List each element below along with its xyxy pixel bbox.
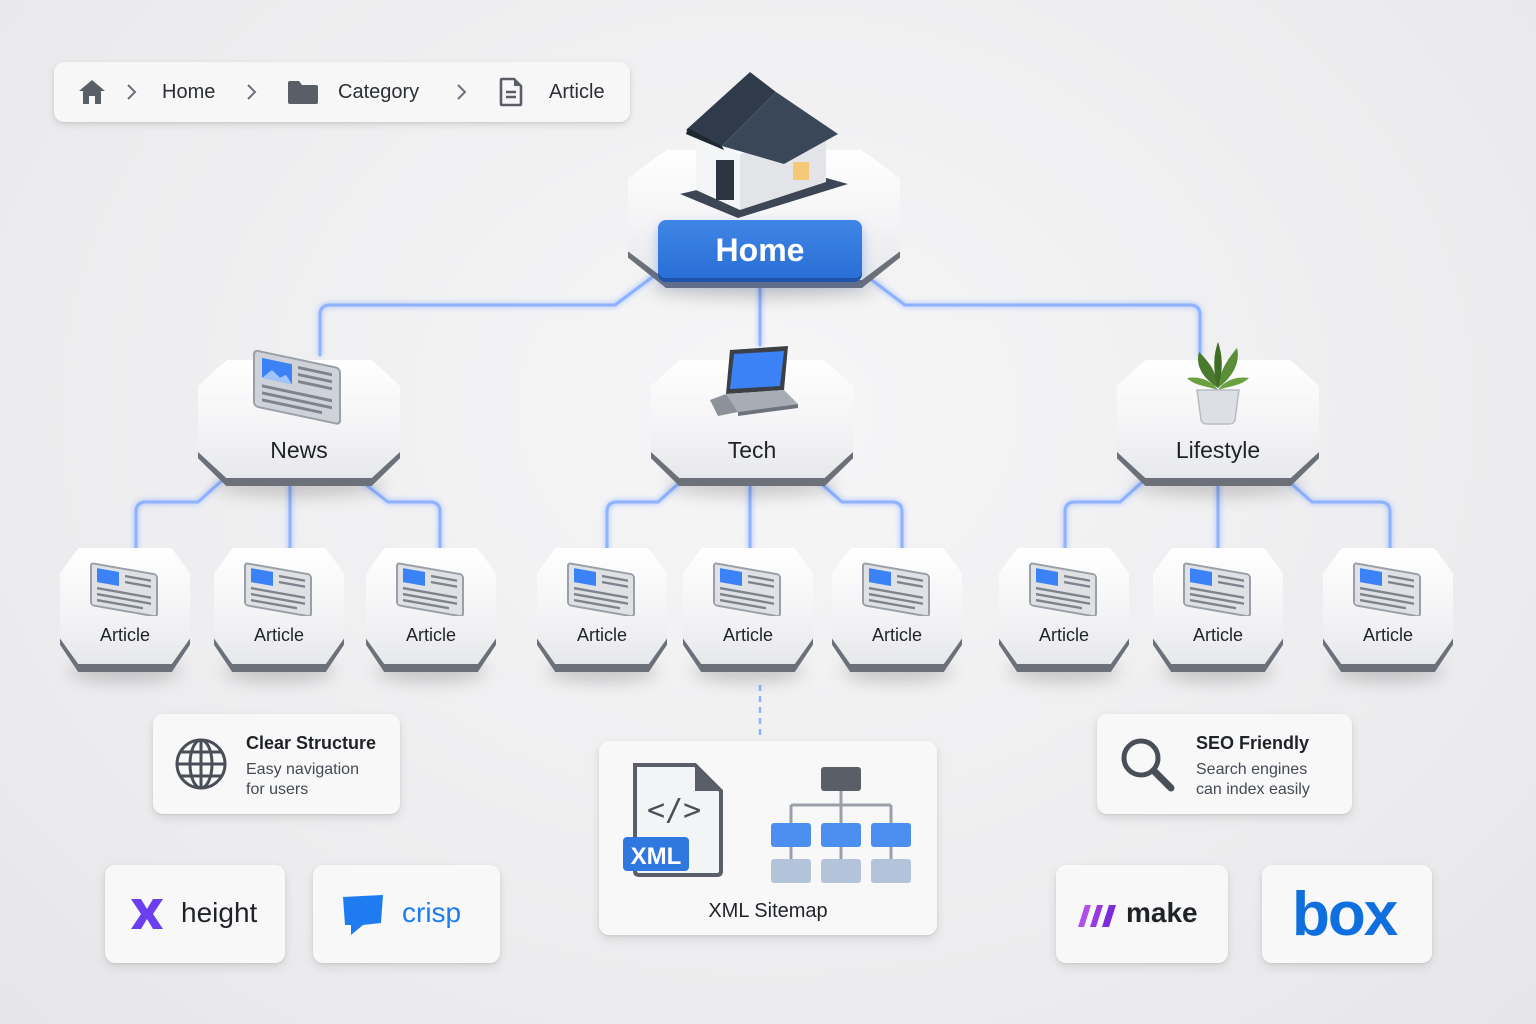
home-node-label[interactable]: Home [658,220,862,278]
article-node[interactable]: Article [1323,548,1453,682]
connector-news-article-3 [358,478,442,554]
house-icon [680,72,848,218]
box-logo-text: box [1292,880,1398,949]
xml-sitemap-label: XML Sitemap [708,900,828,922]
xml-sitemap-card: </> XML XML Sitemap [599,741,937,935]
article-node[interactable]: Article [999,548,1129,682]
globe-icon [175,738,227,790]
category-label-lifestyle: Lifestyle [1175,437,1261,463]
article-label: Article [1038,625,1089,645]
make-logo-mark [1078,905,1116,927]
folder-icon [286,62,320,122]
seo-friendly-title: SEO Friendly [1196,733,1310,753]
article-label: Article [405,625,456,645]
crisp-logo-text: crisp [402,897,462,928]
chevron-right-icon [244,62,258,122]
connector-tech-article-3 [813,476,904,554]
article-node[interactable]: Article [214,548,344,682]
connector-news-article-1 [134,473,230,554]
sitemap-icon [771,767,911,883]
laptop-icon [710,346,798,416]
clear-structure-desc-line2: for users [246,781,309,798]
article-label: Article [1362,625,1413,645]
category-node-news[interactable]: News [198,349,400,496]
document-icon [498,62,524,122]
breadcrumb-home-icon-wrap[interactable] [76,62,108,122]
home-icon [79,80,105,104]
connector-lifestyle-article-1 [1063,473,1152,554]
breadcrumb-item-category[interactable]: Category [338,80,420,103]
category-node-tech[interactable]: Tech [651,346,853,496]
clear-structure-desc-line1: Easy navigation [246,761,359,778]
article-node[interactable]: Article [832,548,962,682]
article-icon [396,562,464,616]
chat-bubble-icon [343,895,383,935]
clear-structure-title: Clear Structure [246,733,377,753]
article-icon [1183,562,1251,616]
article-icon [1029,562,1097,616]
xml-badge: XML [630,843,682,870]
article-icon [567,562,635,616]
article-label: Article [576,625,627,645]
connector-home-lifestyle [863,273,1202,357]
seo-friendly-desc-line2: can index easily [1196,781,1310,798]
seo-friendly-desc-line1: Search engines [1196,761,1308,778]
article-label: Article [99,625,150,645]
potted-plant-icon [1187,342,1249,425]
newspaper-icon [253,349,341,425]
height-logo-card[interactable]: height [105,865,285,963]
article-icon [713,562,781,616]
breadcrumb-item-article[interactable]: Article [549,80,605,103]
height-logo-text: height [181,897,258,928]
article-node[interactable]: Article [537,548,667,682]
article-node[interactable]: Article [366,548,496,682]
seo-friendly-card: SEO Friendly Search engines can index ea… [1097,714,1352,814]
connector-tech-article-1 [605,473,690,554]
clear-structure-card: Clear Structure Easy navigation for user… [153,714,400,814]
magnifier-icon [1121,738,1175,792]
connector-home-news [318,273,657,357]
article-label: Article [253,625,304,645]
article-icon [862,562,930,616]
article-node[interactable]: Article [683,548,813,682]
connector-lifestyle-article-3 [1283,476,1392,554]
article-label: Article [722,625,773,645]
breadcrumb: Home Category Article [54,62,630,122]
article-icon [1353,562,1421,616]
article-icon [244,562,312,616]
article-label: Article [1192,625,1243,645]
code-brackets: </> [647,793,702,828]
category-label-news: News [270,437,328,463]
height-logo-mark [131,899,163,929]
chevron-right-icon [454,62,468,122]
category-label-tech: Tech [727,437,777,463]
xml-file-icon [623,763,723,877]
make-logo-text: make [1126,897,1198,928]
crisp-logo-card[interactable]: crisp [313,865,500,963]
article-icon [90,562,158,616]
article-node[interactable]: Article [1153,548,1283,682]
box-logo-card[interactable]: box [1262,865,1432,963]
article-label: Article [871,625,922,645]
article-node[interactable]: Article [60,548,190,682]
make-logo-card[interactable]: make [1056,865,1228,963]
category-node-lifestyle[interactable]: Lifestyle [1117,342,1319,496]
chevron-right-icon [124,62,138,122]
breadcrumb-item-home[interactable]: Home [162,80,216,103]
